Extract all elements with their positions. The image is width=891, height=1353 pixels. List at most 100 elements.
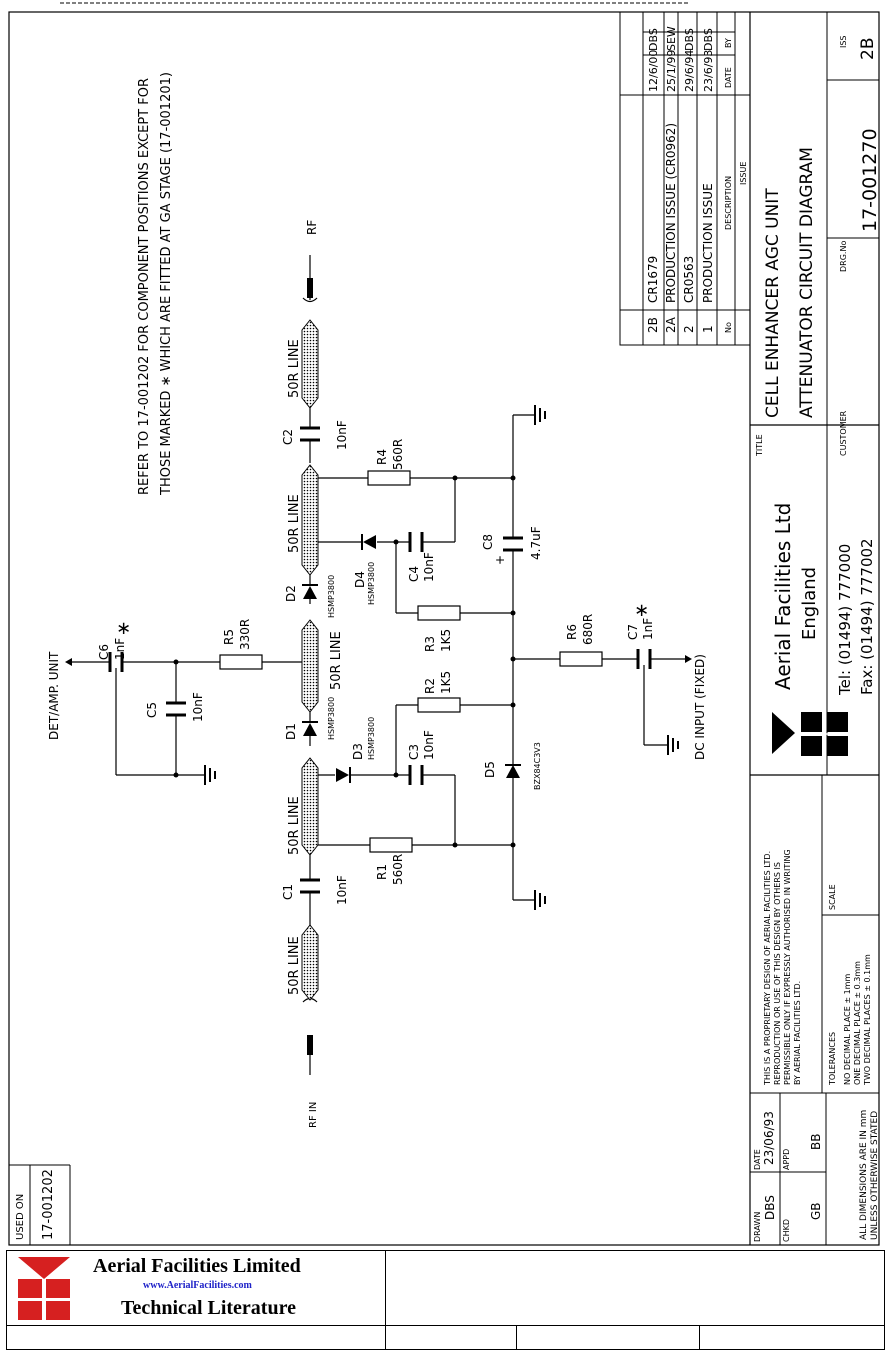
customer-label: CUSTOMER — [839, 410, 848, 456]
used-on-box: USED ON 17-001202 — [9, 1164, 71, 1245]
date-label: DATE — [753, 1149, 762, 1170]
ground-symbols — [204, 405, 679, 910]
footer-cell-4 — [700, 1326, 883, 1349]
r6-ref: R6 — [565, 624, 579, 640]
c3-value: 10nF — [422, 730, 436, 760]
svg-text:ONE DECIMAL PLACE ± 0.3mm: ONE DECIMAL PLACE ± 0.3mm — [853, 961, 862, 1085]
rev-date-2: 29/6/94 — [683, 50, 696, 92]
footer-url[interactable]: www.AerialFacilities.com — [143, 1280, 252, 1291]
r4-ref: R4 — [375, 449, 389, 465]
rev-by-2b: DBS — [647, 28, 660, 51]
line-label-2: 50R LINE — [287, 796, 302, 855]
rev-no-2: 2 — [682, 325, 696, 333]
tolerances-note: TOLERANCES NO DECIMAL PLACE ± 1mm ONE DE… — [828, 954, 872, 1086]
rev-desc-1: PRODUCTION ISSUE — [701, 183, 715, 303]
chkd-label: CHKD — [782, 1219, 791, 1242]
svg-text:PERMISSIBLE ONLY IF EXPRESSLY: PERMISSIBLE ONLY IF EXPRESSLY AUTHORISED… — [783, 849, 792, 1085]
company-fax: Fax: (01494) 777002 — [858, 538, 876, 695]
line-50r-2 — [301, 757, 319, 856]
r3-value: 1K5 — [439, 629, 453, 652]
footer-logo-icon — [18, 1257, 70, 1321]
rev-date-2b: 12/6/00 — [647, 50, 660, 92]
literature-footer: Aerial Facilities Limited www.AerialFaci… — [6, 1250, 885, 1350]
r5-ref: R5 — [222, 629, 236, 645]
d1-ref: D1 — [284, 723, 298, 740]
line-label-3: 50R LINE — [329, 631, 344, 690]
capacitor-c7 — [636, 649, 692, 669]
appd-label: APPD — [782, 1149, 791, 1170]
d5-part: BZX84C3V3 — [533, 742, 542, 790]
title-line2: ATTENUATOR CIRCUIT DIAGRAM — [797, 147, 817, 418]
title-line1: CELL ENHANCER AGC UNIT — [763, 188, 783, 418]
r2-value: 1K5 — [439, 671, 453, 694]
line-50r-3 — [301, 619, 319, 713]
title-block: TITLE CELL ENHANCER AGC UNIT ATTENUATOR … — [749, 11, 881, 1245]
appd-value: BB — [809, 1134, 823, 1150]
c7-star: ∗ — [634, 600, 649, 621]
r3-ref: R3 — [423, 636, 437, 652]
c8-value: 4.7uF — [529, 526, 543, 560]
d4-part: HSMP3800 — [367, 562, 376, 605]
revision-block: 2B CR1679 12/6/00 DBS 2A PRODUCTION ISSU… — [619, 11, 751, 346]
d3-ref: D3 — [351, 743, 365, 760]
dimensions-line2: UNLESS OTHERWISE STATED — [870, 1111, 880, 1240]
d5-ref: D5 — [483, 761, 497, 778]
c4-ref: C4 — [407, 566, 421, 582]
line-50r-5 — [301, 319, 319, 409]
rev-desc-2: CR0563 — [682, 256, 696, 303]
rev-header-issue: ISSUE — [739, 162, 748, 185]
rev-date-1: 23/6/93 — [702, 50, 715, 92]
c2-ref: C2 — [281, 429, 295, 445]
footer-company: Aerial Facilities Limited — [93, 1255, 301, 1277]
drg-no-label: DRG.No — [839, 241, 848, 272]
company-country: England — [799, 567, 820, 640]
svg-text:NO DECIMAL PLACE ± 1mm: NO DECIMAL PLACE ± 1mm — [843, 974, 852, 1085]
drawn-label: DRAWN — [753, 1212, 762, 1242]
footer-cell-2 — [386, 1326, 517, 1349]
note-line2: THOSE MARKED ∗ WHICH ARE FITTED AT GA ST… — [159, 72, 174, 496]
footer-technical-literature: Technical Literature — [121, 1297, 296, 1319]
title-label: TITLE — [755, 434, 764, 457]
svg-text:USED ON: USED ON — [15, 1194, 26, 1240]
line-label-1: 50R LINE — [287, 936, 302, 995]
rev-by-2a: SEW — [665, 26, 678, 51]
schematic-labels: RF IN RF DET/AMP. UNIT DC INPUT (FIXED) … — [47, 220, 707, 1128]
footer-cell-3 — [517, 1326, 700, 1349]
c2-value: 10nF — [335, 420, 349, 450]
rev-header-no: No — [724, 322, 733, 333]
drg-no: 17-001270 — [859, 128, 881, 232]
schematic-svg: 2B CR1679 12/6/00 DBS 2A PRODUCTION ISSU… — [8, 2, 881, 1246]
det-amp-label: DET/AMP. UNIT — [47, 651, 61, 740]
c8-polarity: + — [493, 555, 507, 565]
r5-value: 330R — [238, 619, 252, 650]
det-arrow — [65, 658, 72, 666]
c6-ref: C6 — [97, 644, 111, 660]
proprietary-note: THIS IS A PROPRIETARY DESIGN OF AERIAL F… — [763, 849, 802, 1086]
c3-ref: C3 — [407, 744, 421, 760]
scale-label: SCALE — [828, 884, 837, 910]
c1-ref: C1 — [281, 884, 295, 900]
svg-text:REPRODUCTION OR USE OF THIS DE: REPRODUCTION OR USE OF THIS DESIGN BY OT… — [773, 862, 782, 1085]
iss-value: 2B — [858, 38, 878, 60]
r2-ref: R2 — [423, 678, 437, 694]
line-label-5: 50R LINE — [287, 339, 302, 398]
svg-text:TOLERANCES: TOLERANCES — [828, 1032, 837, 1086]
svg-text:17-001202: 17-001202 — [41, 1169, 56, 1240]
rev-header-date: DATE — [724, 67, 733, 88]
c6-value: 1nF — [113, 638, 127, 660]
svg-text:THIS IS A PROPRIETARY DESIGN O: THIS IS A PROPRIETARY DESIGN OF AERIAL F… — [763, 851, 772, 1086]
c7-value: 1nF — [641, 618, 655, 640]
c5-value: 10nF — [191, 692, 205, 722]
diode-d3 — [336, 767, 351, 783]
dimensions-line1: ALL DIMENSIONS ARE IN mm — [859, 1110, 869, 1240]
r6-value: 680R — [581, 614, 595, 645]
c8-ref: C8 — [481, 534, 495, 550]
rev-header-by: BY — [724, 38, 733, 48]
dc-input-label: DC INPUT (FIXED) — [693, 654, 707, 760]
rev-no-1: 1 — [701, 325, 715, 333]
rev-desc-2b: CR1679 — [646, 256, 660, 303]
zener-d5 — [505, 764, 521, 778]
footer-cell-1 — [7, 1326, 386, 1349]
company-logo — [772, 712, 850, 756]
